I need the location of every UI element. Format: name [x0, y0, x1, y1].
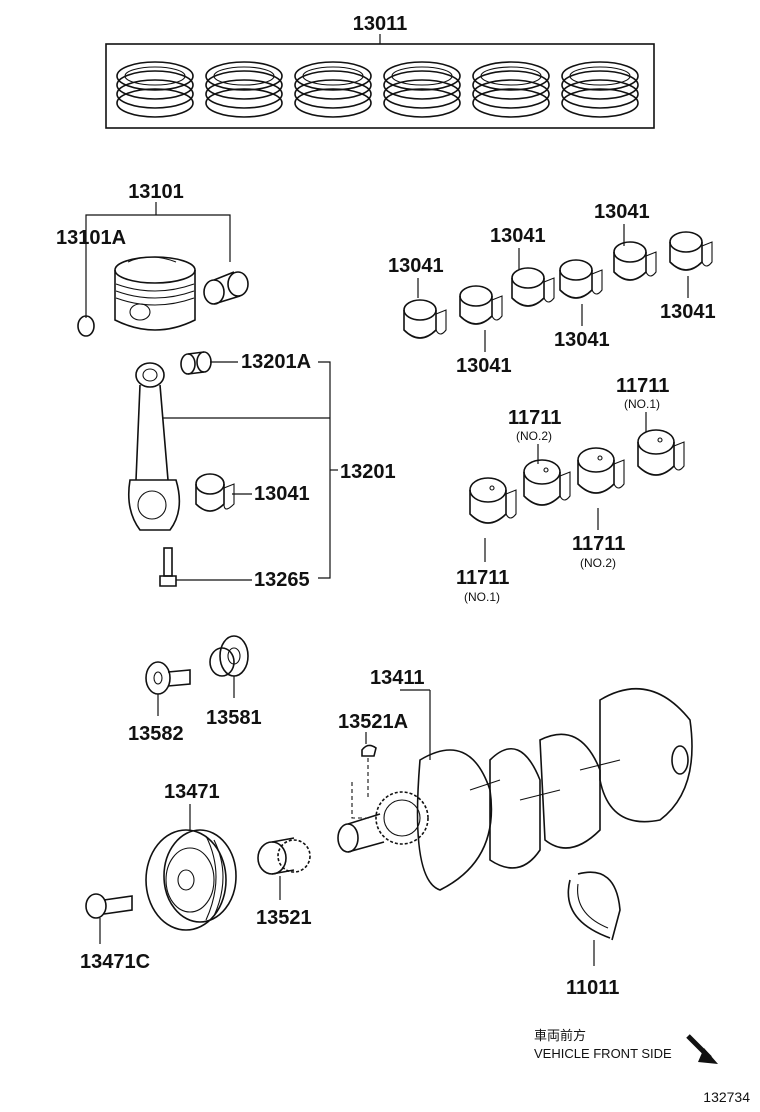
note-main-bearing-2a: (NO.2)	[516, 429, 552, 443]
callout-main-bearing-2a: 11711	[508, 407, 561, 429]
note-main-bearing-2b: (NO.2)	[580, 556, 616, 570]
pulley-bolt	[85, 893, 133, 919]
piston-ring-set	[383, 61, 461, 118]
main-bearing-shell	[637, 429, 685, 476]
callout-13581: 13581	[206, 707, 262, 729]
callout-13471C: 13471C	[80, 951, 150, 973]
rod-bearing	[195, 473, 235, 512]
snap-ring	[77, 315, 95, 337]
bolt-13582	[145, 661, 191, 695]
callout-13201A: 13201A	[241, 351, 311, 373]
ring-set-box	[105, 43, 655, 129]
callout-11011: 11011	[566, 977, 619, 999]
main-bearing-row	[469, 429, 685, 524]
piston-rings	[116, 61, 639, 118]
callout-bearing-2: 13041	[456, 355, 512, 377]
direction-jp: 車両前方	[534, 1028, 586, 1043]
callout-13011: 13011	[353, 13, 408, 35]
crank-key	[361, 744, 377, 757]
direction-en: VEHICLE FRONT SIDE	[534, 1046, 672, 1061]
callout-13101A: 13101A	[56, 227, 126, 249]
illustration-id: 132734	[703, 1089, 750, 1105]
piston-ring-set	[472, 61, 550, 118]
rod-bearing-shell	[559, 259, 603, 299]
callout-13101: 13101	[128, 181, 184, 203]
piston-pin	[203, 271, 249, 305]
washer-13581	[209, 635, 249, 677]
callout-13265: 13265	[254, 569, 310, 591]
callout-bearing-5: 13041	[594, 201, 650, 223]
note-main-bearing-1a: (NO.1)	[624, 397, 660, 411]
callout-13521A: 13521A	[338, 711, 408, 733]
piston-ring-set	[561, 61, 639, 118]
timing-sprocket	[257, 837, 311, 875]
rod-bearing-shell	[613, 241, 657, 281]
rod-bearing-shell	[403, 299, 447, 339]
pin-bushing	[180, 351, 212, 375]
rod-bearing-shell	[459, 285, 503, 325]
callout-bearing-3: 13041	[490, 225, 546, 247]
rod-bearing-shell	[669, 231, 713, 271]
main-bearing-shell	[469, 477, 517, 524]
main-bearing-shell	[523, 459, 571, 506]
piston-ring-set	[205, 61, 283, 118]
callout-13582: 13582	[128, 723, 184, 745]
bearing-row	[403, 231, 713, 339]
callout-main-bearing-1b: 11711	[456, 567, 509, 589]
piston-ring-set	[294, 61, 372, 118]
callout-13411: 13411	[370, 667, 425, 689]
direction-arrow-icon	[686, 1034, 718, 1064]
rod-bolt	[159, 547, 177, 587]
callout-13521: 13521	[256, 907, 312, 929]
callout-13201: 13201	[340, 461, 396, 483]
piston	[114, 256, 196, 331]
callout-13471: 13471	[164, 781, 220, 803]
connecting-rod	[127, 362, 181, 531]
crankshaft	[337, 687, 693, 891]
piston-ring-set	[116, 61, 194, 118]
callout-rod-bearing: 13041	[254, 483, 310, 505]
callout-bearing-1: 13041	[388, 255, 444, 277]
rod-bearing-shell	[511, 267, 555, 307]
main-bearing-shell	[577, 447, 625, 494]
callout-bearing-6: 13041	[660, 301, 716, 323]
callout-main-bearing-2b: 11711	[572, 533, 625, 555]
thrust-washer	[567, 871, 621, 941]
crank-pulley	[145, 829, 237, 931]
callout-bearing-4: 13041	[554, 329, 610, 351]
note-main-bearing-1b: (NO.1)	[464, 590, 500, 604]
callout-main-bearing-1a: 11711	[616, 375, 669, 397]
